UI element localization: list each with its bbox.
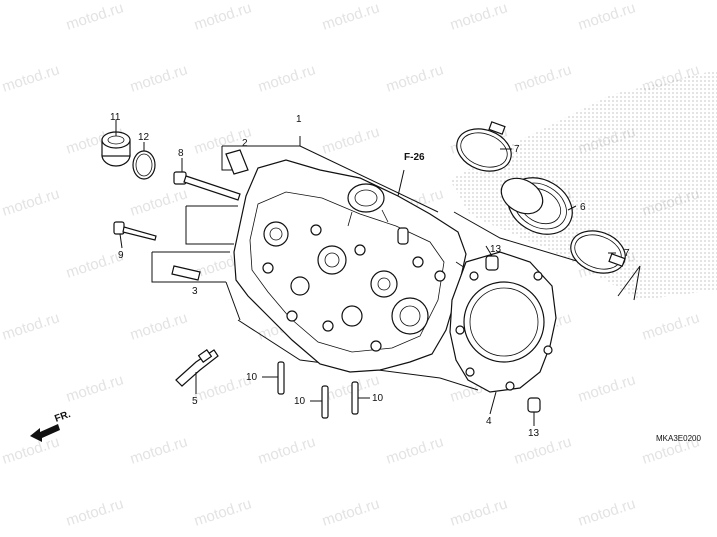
watermark-text: motod.ru bbox=[576, 495, 638, 529]
callout-10-c: 10 bbox=[372, 393, 384, 404]
watermark-text: motod.ru bbox=[320, 0, 382, 34]
watermark-text: motod.ru bbox=[448, 0, 510, 34]
bolt-9 bbox=[113, 221, 157, 241]
watermark-text: motod.ru bbox=[64, 0, 126, 34]
watermark-text: motod.ru bbox=[64, 371, 126, 405]
shaded-area bbox=[450, 70, 717, 300]
hose-band-upper bbox=[456, 121, 512, 172]
callout-13-lower: 13 bbox=[528, 428, 540, 439]
callout-3: 3 bbox=[192, 286, 198, 297]
watermark-text: motod.ru bbox=[128, 61, 190, 95]
diagram-code: MKA3E0200 bbox=[656, 434, 701, 443]
labels: 11 12 8 2 1 9 3 5 10 10 10 4 13 13 7 6 7… bbox=[53, 112, 701, 443]
watermark-text: motod.ru bbox=[320, 495, 382, 529]
watermark-text: motod.ru bbox=[384, 433, 446, 467]
callout-6: 6 bbox=[580, 202, 586, 213]
callout-12: 12 bbox=[138, 132, 150, 143]
callout-5: 5 bbox=[192, 396, 198, 407]
watermark-text: motod.ru bbox=[256, 433, 318, 467]
direction-label: FR. bbox=[53, 409, 72, 425]
watermark-text: motod.ru bbox=[640, 309, 702, 343]
stud-bolt-c bbox=[351, 381, 359, 415]
watermark-text: motod.ru bbox=[64, 247, 126, 281]
cylinder-head bbox=[233, 159, 469, 373]
watermark-text: motod.ru bbox=[192, 495, 254, 529]
stud-bolt-a bbox=[277, 361, 285, 395]
front-arrow-icon bbox=[30, 424, 60, 442]
hose-band-lower bbox=[570, 230, 626, 274]
watermark-text: motod.ru bbox=[128, 185, 190, 219]
callout-4: 4 bbox=[486, 416, 492, 427]
callout-10-b: 10 bbox=[294, 396, 306, 407]
watermark-text: motod.ru bbox=[64, 495, 126, 529]
watermark-text: motod.ru bbox=[256, 61, 318, 95]
head-gasket bbox=[449, 251, 557, 393]
callout-7-upper: 7 bbox=[514, 144, 520, 155]
watermark-text: motod.ru bbox=[0, 433, 62, 467]
callout-7-lower: 7 bbox=[624, 248, 630, 259]
bracket-lines bbox=[151, 136, 605, 391]
dowel-pin-13-lower bbox=[527, 397, 541, 413]
watermark-text: motod.ru bbox=[512, 433, 574, 467]
leader-lines bbox=[115, 120, 641, 426]
cap bbox=[101, 131, 131, 167]
dowel-pin-2 bbox=[225, 149, 249, 175]
watermark-text: motod.ru bbox=[320, 123, 382, 157]
callout-1: 1 bbox=[296, 114, 302, 125]
watermark-text: motod.ru bbox=[0, 61, 62, 95]
callout-13-upper: 13 bbox=[490, 244, 502, 255]
watermark-text: motod.ru bbox=[576, 371, 638, 405]
intake-insulator bbox=[500, 177, 573, 235]
watermark-text: motod.ru bbox=[0, 309, 62, 343]
watermark-text: motod.ru bbox=[192, 0, 254, 34]
callout-10-a: 10 bbox=[246, 372, 258, 383]
callout-2: 2 bbox=[242, 138, 248, 149]
watermark-text: motod.ru bbox=[192, 371, 254, 405]
reference-label: F-26 bbox=[404, 152, 425, 163]
stud-bolt-b bbox=[321, 385, 329, 419]
callout-11: 11 bbox=[110, 112, 121, 123]
dowel-pin-13-upper bbox=[485, 255, 499, 271]
callout-9: 9 bbox=[118, 250, 124, 261]
dowel-pin-3 bbox=[171, 265, 201, 281]
spark-plug bbox=[175, 349, 219, 387]
watermark-text: motod.ru bbox=[512, 61, 574, 95]
watermark-text: motod.ru bbox=[576, 0, 638, 34]
watermark-text: motod.ru bbox=[384, 61, 446, 95]
callout-8: 8 bbox=[178, 148, 184, 159]
o-ring bbox=[132, 150, 156, 180]
watermark-text: motod.ru bbox=[0, 185, 62, 219]
watermark-text: motod.ru bbox=[128, 433, 190, 467]
watermark-text: motod.ru bbox=[448, 495, 510, 529]
bolt-8 bbox=[173, 171, 241, 201]
watermark-text: motod.ru bbox=[128, 309, 190, 343]
